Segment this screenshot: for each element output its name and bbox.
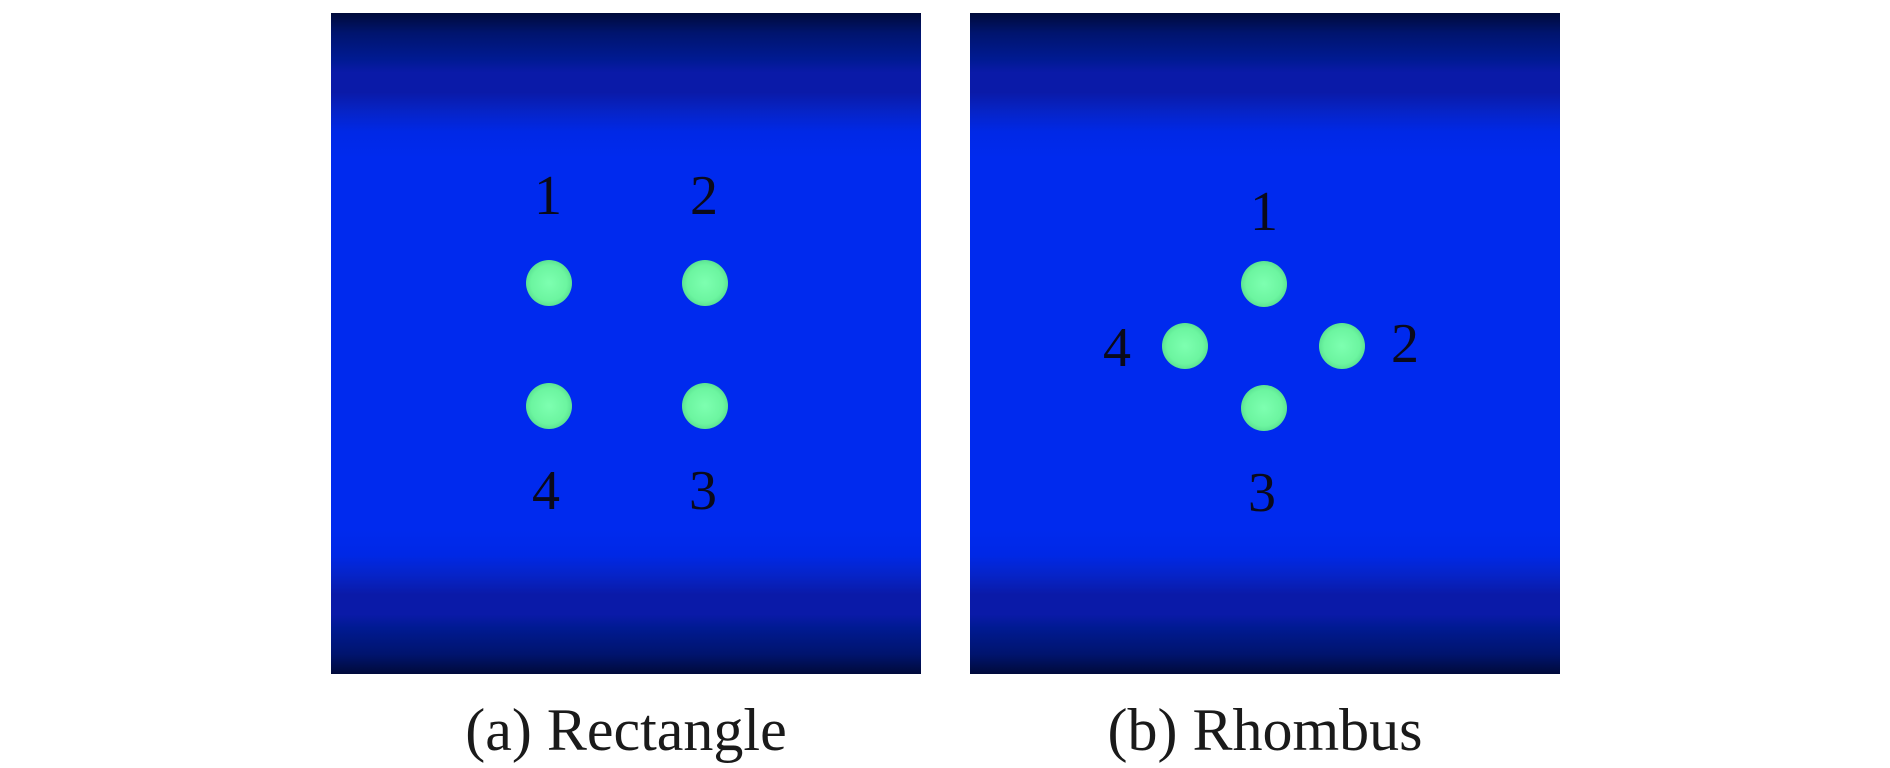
point-label-2: 2 [690,165,718,227]
point-marker-4 [526,383,572,429]
point-label-2: 2 [1391,313,1419,375]
rhombus-caption: (b) Rhombus [1107,697,1423,763]
point-marker-1 [526,260,572,306]
point-label-1: 1 [1250,181,1278,243]
rhombus-panel: 1 4 2 3 [970,13,1560,674]
point-marker-1 [1241,261,1287,307]
point-label-3: 3 [689,460,717,522]
point-marker-4 [1162,323,1208,369]
point-label-4: 4 [1103,317,1131,379]
point-label-3: 3 [1248,462,1276,524]
point-marker-3 [1241,385,1287,431]
point-label-1: 1 [534,165,562,227]
rectangle-caption: (a) Rectangle [465,697,787,763]
point-marker-3 [682,383,728,429]
point-marker-2 [1319,323,1365,369]
point-marker-2 [682,260,728,306]
point-label-4: 4 [532,460,560,522]
rectangle-panel: 1 2 4 3 [331,13,921,674]
